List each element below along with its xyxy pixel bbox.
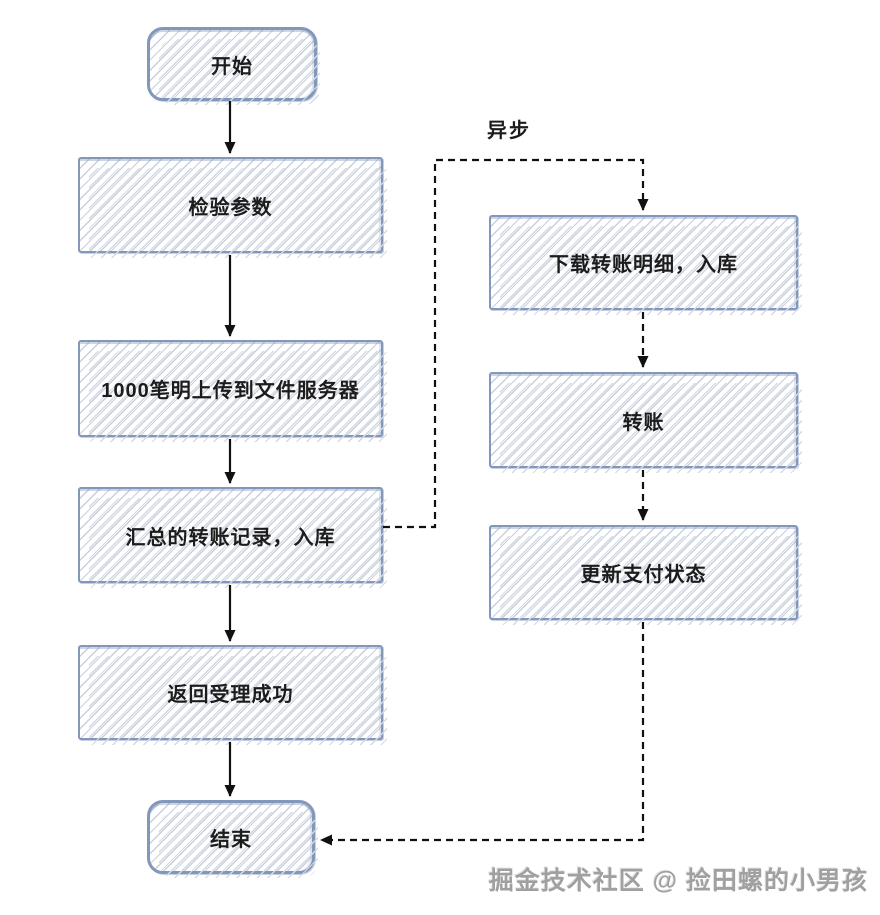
flow-node-check-params-label: 检验参数 [188, 196, 273, 219]
flow-node-return-success: 返回受理成功 [78, 645, 387, 745]
flow-node-update-status: 更新支付状态 [489, 525, 802, 625]
flow-node-save-summary-label: 汇总的转账记录，入库 [125, 526, 336, 549]
flow-node-check-params: 检验参数 [78, 157, 387, 258]
flow-node-update-status-label: 更新支付状态 [580, 564, 707, 586]
flow-node-end-label: 结束 [210, 828, 252, 851]
flow-node-return-success-label: 返回受理成功 [167, 684, 294, 706]
flow-node-upload-file-label: 1000笔明上传到文件服务器 [101, 380, 360, 402]
flow-node-start-label: 开始 [211, 55, 253, 78]
async-edge-label: 异步 [487, 120, 531, 142]
flow-node-save-summary: 汇总的转账记录，入库 [78, 487, 387, 588]
flow-node-start: 开始 [147, 27, 320, 105]
flow-node-transfer: 转账 [489, 372, 802, 473]
flow-node-upload-file: 1000笔明上传到文件服务器 [78, 340, 387, 442]
flow-node-download-detail: 下载转账明细，入库 [489, 215, 802, 315]
flow-node-download-detail-label: 下载转账明细，入库 [549, 254, 738, 276]
flow-node-end: 结束 [147, 800, 318, 878]
flow-node-transfer-label: 转账 [622, 411, 665, 434]
watermark-text: 掘金技术社区 @ 捡田螺的小男孩 [488, 867, 868, 895]
